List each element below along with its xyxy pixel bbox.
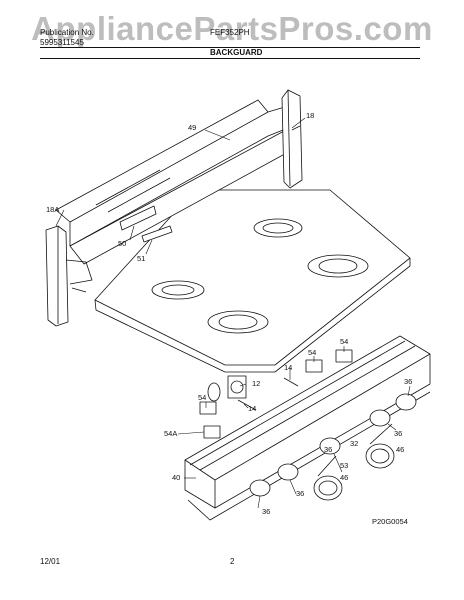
callout-46-front: 46 [340,473,348,482]
end-cap-right [281,89,303,189]
callout-18A: 18A [46,205,59,214]
screw [237,377,299,411]
control-panel [184,335,431,521]
callout-36-far-right: 36 [404,377,412,386]
callout-14-upper: 14 [284,363,292,372]
footer-date: 12/01 [40,557,61,566]
diagram-code: P20G0054 [372,517,408,526]
callout-36-right: 36 [394,429,402,438]
model-number: FEF352PH [210,28,250,37]
watermark: AppliancePartsPros.com [31,10,433,47]
switch-54 [199,349,353,439]
callout-12: 12 [252,379,260,388]
callout-36-left: 36 [262,507,270,516]
publication-label: Publication No. [40,28,94,37]
callout-54A: 54A [164,429,177,438]
callout-51: 51 [137,254,145,263]
callout-54-right: 54 [340,337,348,346]
leader-lines [55,117,411,509]
control-knobs [249,393,417,497]
callout-18: 18 [306,111,314,120]
callout-32: 32 [350,439,358,448]
callout-50: 50 [118,239,126,248]
callout-46-back: 46 [396,445,404,454]
callout-49: 49 [188,123,196,132]
callout-36-mid: 36 [324,445,332,454]
backguard-panel [55,99,293,265]
callout-54-left: 54 [198,393,206,402]
callout-labels: 49 18 18A 50 51 14 54 54 12 54 14 36 36 … [46,111,412,526]
end-cap-left [45,225,93,327]
footer-page: 2 [230,557,235,566]
section-title: BACKGUARD [210,48,263,57]
knob-insert [313,423,395,501]
publication-number: 5995311545 [40,38,84,47]
infinite-switch [207,375,247,402]
header-rule-bottom [40,58,420,59]
trim-bracket [119,205,173,243]
callout-40: 40 [172,473,180,482]
callout-36-center: 36 [296,489,304,498]
header-rule-top [40,47,420,48]
callout-54-mid: 54 [308,348,316,357]
callout-14-lower: 14 [248,404,256,413]
callout-53: 53 [340,461,348,470]
